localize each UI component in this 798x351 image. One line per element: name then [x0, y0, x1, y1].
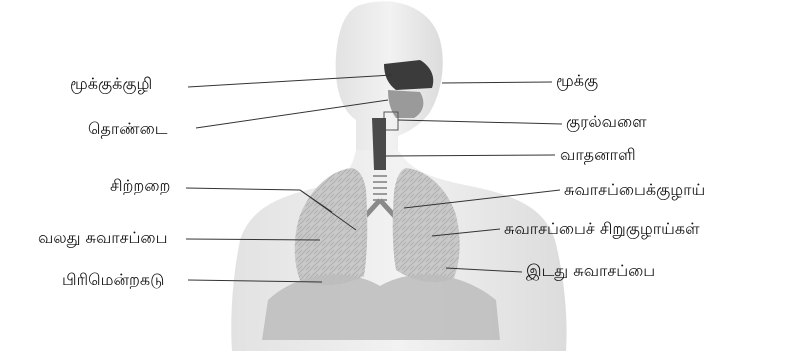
leader-nose [442, 82, 552, 83]
pharynx-shape [388, 90, 423, 118]
leader-trachea [386, 155, 555, 156]
label-larynx: குரல்வளை [566, 112, 647, 132]
label-nose: மூக்கு [556, 71, 598, 91]
leader-alveoli [186, 188, 300, 190]
leader-larynx [398, 120, 562, 124]
label-right-lung: வலது சுவாசப்பை [38, 228, 167, 248]
label-left-lung: இடது சுவாசப்பை [526, 261, 655, 281]
label-nasal-cavity: மூக்குக்குழி [70, 74, 152, 94]
label-bronchioles: சுவாசப்பைச் சிறுகுழாய்கள் [504, 219, 700, 239]
label-alveoli: சிற்றறை [110, 176, 170, 196]
label-diaphragm: பிரிமென்றகடு [62, 270, 164, 290]
label-pharynx: தொண்டை [88, 119, 167, 139]
label-bronchus: சுவாசப்பைக்குழாய் [564, 180, 705, 200]
right-lung-shape [295, 168, 368, 285]
label-trachea: வாதனாளி [560, 145, 636, 165]
trachea-shape [372, 118, 386, 170]
